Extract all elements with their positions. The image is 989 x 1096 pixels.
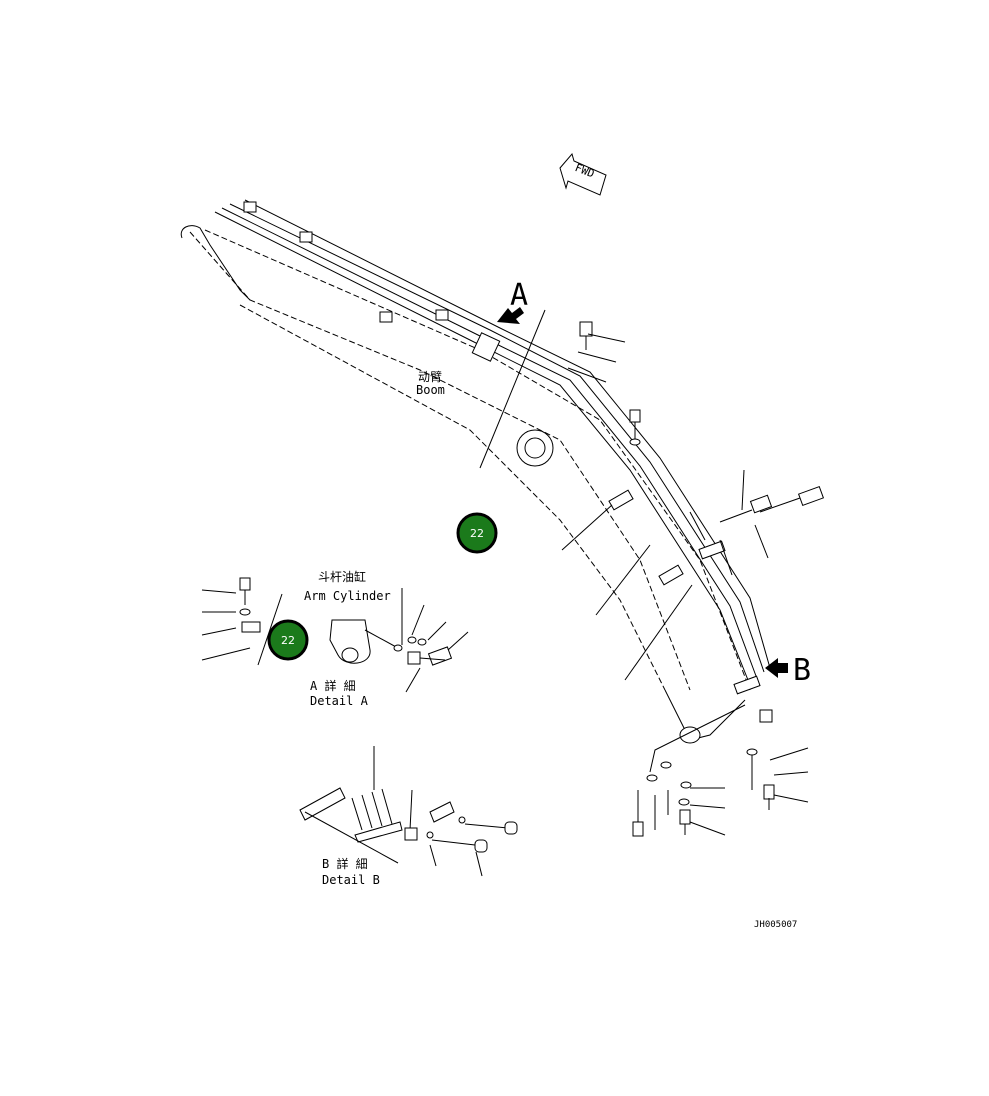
fittings-lower <box>632 704 746 837</box>
view-marker-b: B <box>793 653 811 688</box>
arm-cylinder-label-cn: 斗杆油缸 <box>318 569 366 584</box>
boom-outline <box>180 225 751 744</box>
detail-b-label-en: Detail B <box>322 873 380 887</box>
arm-cylinder-label-en: Arm Cylinder <box>304 589 391 603</box>
detail-a-label-cn: A 詳 細 <box>310 678 356 693</box>
detail-b-label-cn: B 詳 細 <box>322 856 368 871</box>
detail-b-drawing <box>299 746 518 877</box>
part-hotspot-22[interactable]: 22 <box>267 619 309 661</box>
hotspot-label: 22 <box>281 634 295 647</box>
boom-label-cn: 动臂 <box>418 370 442 384</box>
hydraulic-piping <box>214 199 771 695</box>
view-arrow-icon <box>497 307 524 324</box>
detail-a-drawing <box>201 577 469 693</box>
leader-lines <box>479 309 809 836</box>
drawing-number: JH005007 <box>754 920 797 930</box>
fwd-arrow-icon: FWD <box>559 152 607 196</box>
hotspot-label: 22 <box>470 527 484 540</box>
detail-a-label-en: Detail A <box>310 694 369 708</box>
boom-label-en: Boom <box>416 383 445 397</box>
view-arrow-icon <box>765 658 788 678</box>
part-hotspot-22[interactable]: 22 <box>456 512 498 554</box>
fittings-right <box>579 321 825 810</box>
view-marker-a: A <box>510 278 528 313</box>
